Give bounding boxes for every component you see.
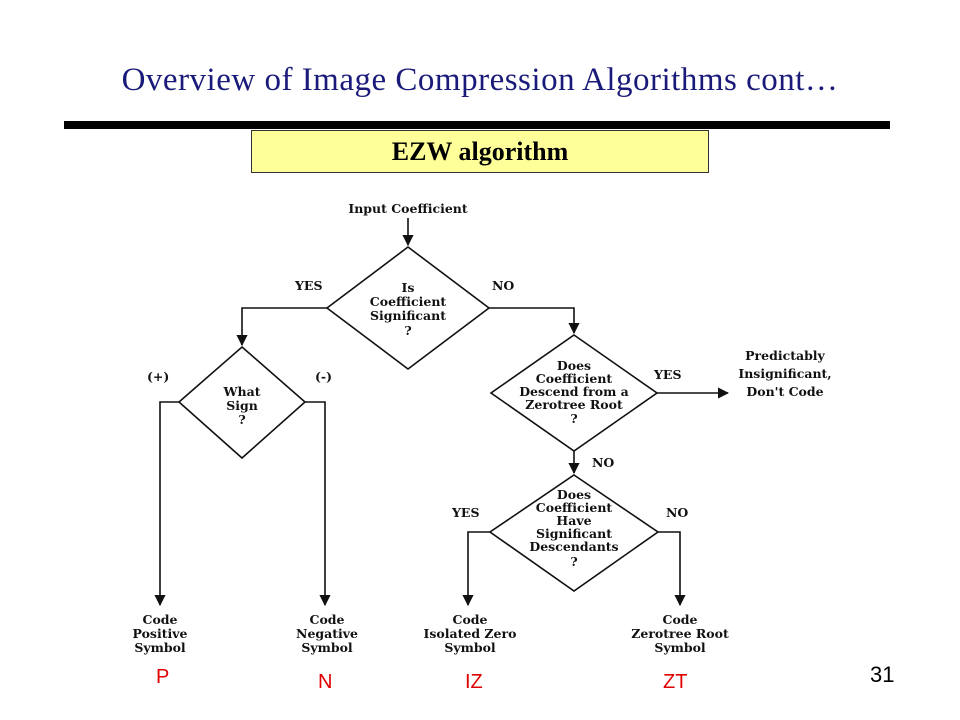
edge-label-significant-yes: YES [294,278,322,293]
decision-zerotree-line: Does [557,358,591,373]
decision-descendants-line: ? [570,554,577,569]
output-positive-line: Symbol [134,640,186,655]
decision-significant-line: Is [402,280,415,295]
output-positive-symbol: Code Positive Symbol [133,612,188,655]
decision-sign-line: Sign [226,398,258,413]
decision-zerotree-line: Coefficient [536,371,613,386]
input-coefficient-label: Input Coefficient [348,201,468,216]
decision-significant-line: Coefficient [370,294,447,309]
edge-significant-no [489,307,580,335]
slide-number: 31 [870,662,895,687]
edge-label-sign-negative: (-) [315,369,332,384]
decision-sign-line: ? [238,412,245,427]
output-positive-line: Positive [133,626,188,641]
decision-descendants-text: Does Coefficient Have Significant Descen… [529,487,618,569]
output-predictable-line: Insignificant, [738,366,831,381]
decision-sign-diamond [177,345,307,460]
output-predictably-insignificant: Predictably Insignificant, Don't Code [738,348,831,399]
decision-descendants-line: Does [557,487,591,502]
decision-zerotree-text: Does Coefficient Descend from a Zerotree… [519,358,629,426]
slide-title: Overview of Image Compression Algorithms… [121,62,839,98]
decision-zerotree-line: ? [570,411,577,426]
output-negative-line: Symbol [301,640,353,655]
output-zerotree-line: Symbol [654,640,706,655]
output-isolated-line: Code [453,612,488,627]
edge-label-zerotree-yes: YES [653,367,681,382]
decision-descendants-line: Significant [536,526,612,541]
output-negative-line: Code [310,612,345,627]
decision-descendants-line: Coefficient [536,500,613,515]
decision-zerotree-line: Zerotree Root [525,397,623,412]
edge-label-significant-no: NO [492,278,514,293]
output-positive-line: Code [143,612,178,627]
edge-label-descendants-no: NO [666,505,688,520]
edge-label-sign-positive: (+) [147,369,169,384]
decision-significant-diamond [325,245,491,371]
edge-significant-yes [236,307,327,347]
symbol-label-iz: IZ [465,671,483,693]
symbol-label-zt: ZT [663,671,688,693]
output-predictable-line: Predictably [745,348,825,363]
output-zerotree-root-symbol: Code Zerotree Root Symbol [631,612,729,655]
decision-zerotree-line: Descend from a [519,384,629,399]
decision-descendants-diamond [488,474,660,592]
edge-label-descendants-yes: YES [451,505,479,520]
symbol-label-p: P [156,666,170,688]
subtitle-text: EZW algorithm [391,136,569,166]
decision-sign-text: What Sign ? [223,384,261,427]
output-isolated-line: Isolated Zero [424,626,517,641]
output-predictable-line: Don't Code [746,384,823,399]
output-isolated-zero-symbol: Code Isolated Zero Symbol [424,612,517,655]
decision-sign-line: What [223,384,261,399]
output-negative-line: Negative [296,626,358,641]
decision-significant-text: Is Coefficient Significant ? [370,280,447,338]
title-divider [64,121,890,129]
edge-descendants-yes [462,531,490,607]
output-zerotree-line: Zerotree Root [631,626,729,641]
edge-sign-negative [305,401,331,607]
edge-sign-positive [154,401,179,607]
subtitle-box: EZW algorithm [251,130,709,173]
edge-descendants-no [658,531,686,607]
edge-label-zerotree-no: NO [592,455,614,470]
decision-descendants-line: Descendants [529,539,618,554]
output-zerotree-line: Code [663,612,698,627]
decision-descendants-line: Have [556,513,591,528]
symbol-label-n: N [318,671,333,693]
decision-significant-line: Significant [370,308,446,323]
output-negative-symbol: Code Negative Symbol [296,612,358,655]
decision-significant-line: ? [404,323,411,338]
output-isolated-line: Symbol [444,640,496,655]
